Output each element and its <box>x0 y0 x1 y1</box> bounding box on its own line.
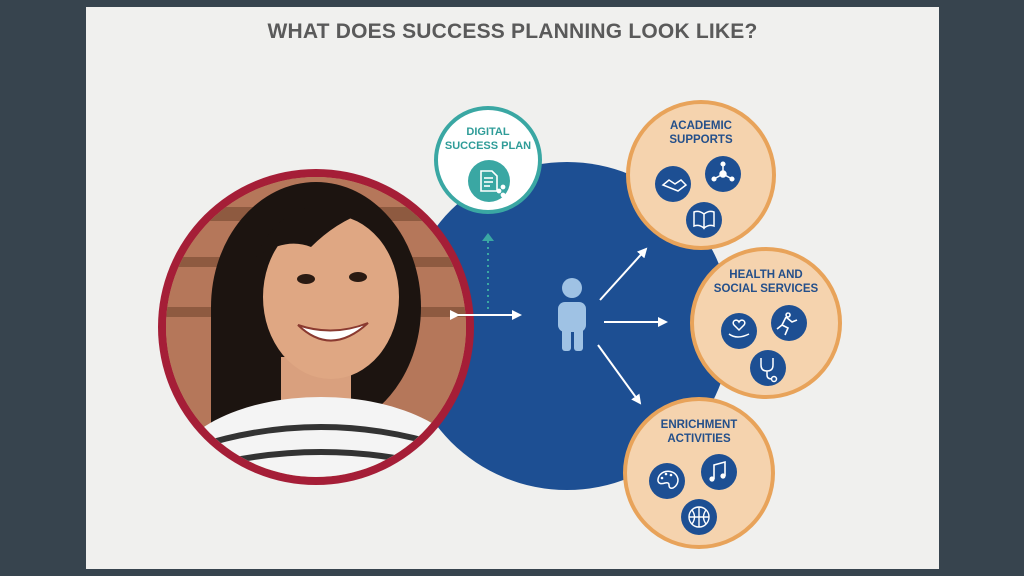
health-services-circle <box>690 247 842 399</box>
digital-plan-label: DIGITAL SUCCESS PLAN <box>444 126 532 152</box>
arrow-to-academic <box>599 247 648 301</box>
success-planning-diagram <box>158 100 842 549</box>
slide-title: WHAT DOES SUCCESS PLANNING LOOK LIKE? <box>267 20 758 43</box>
academic-supports-label: ACADEMIC SUPPORTS <box>669 120 733 146</box>
palette-icon <box>649 463 685 499</box>
person-icon <box>558 278 586 351</box>
enrichment-activities-circle <box>623 397 775 549</box>
health-services-label: HEALTH AND SOCIAL SERVICES <box>713 269 819 295</box>
dotted-arrow-head <box>482 233 494 241</box>
arrow-to-enrichment <box>597 344 642 405</box>
academic-supports-circle <box>626 100 776 250</box>
enrichment-activities-label: ENRICHMENT ACTIVITIES <box>660 419 738 445</box>
music-notes-icon <box>701 454 737 490</box>
digital-plan-circle <box>434 106 542 214</box>
document-share-icon <box>480 170 506 198</box>
running-icon <box>771 305 807 341</box>
handshake-icon <box>655 166 691 202</box>
student-photo <box>158 169 474 485</box>
slide: WHAT DOES SUCCESS PLANNING LOOK LIKE? <box>86 7 939 569</box>
stethoscope-icon <box>750 350 786 386</box>
